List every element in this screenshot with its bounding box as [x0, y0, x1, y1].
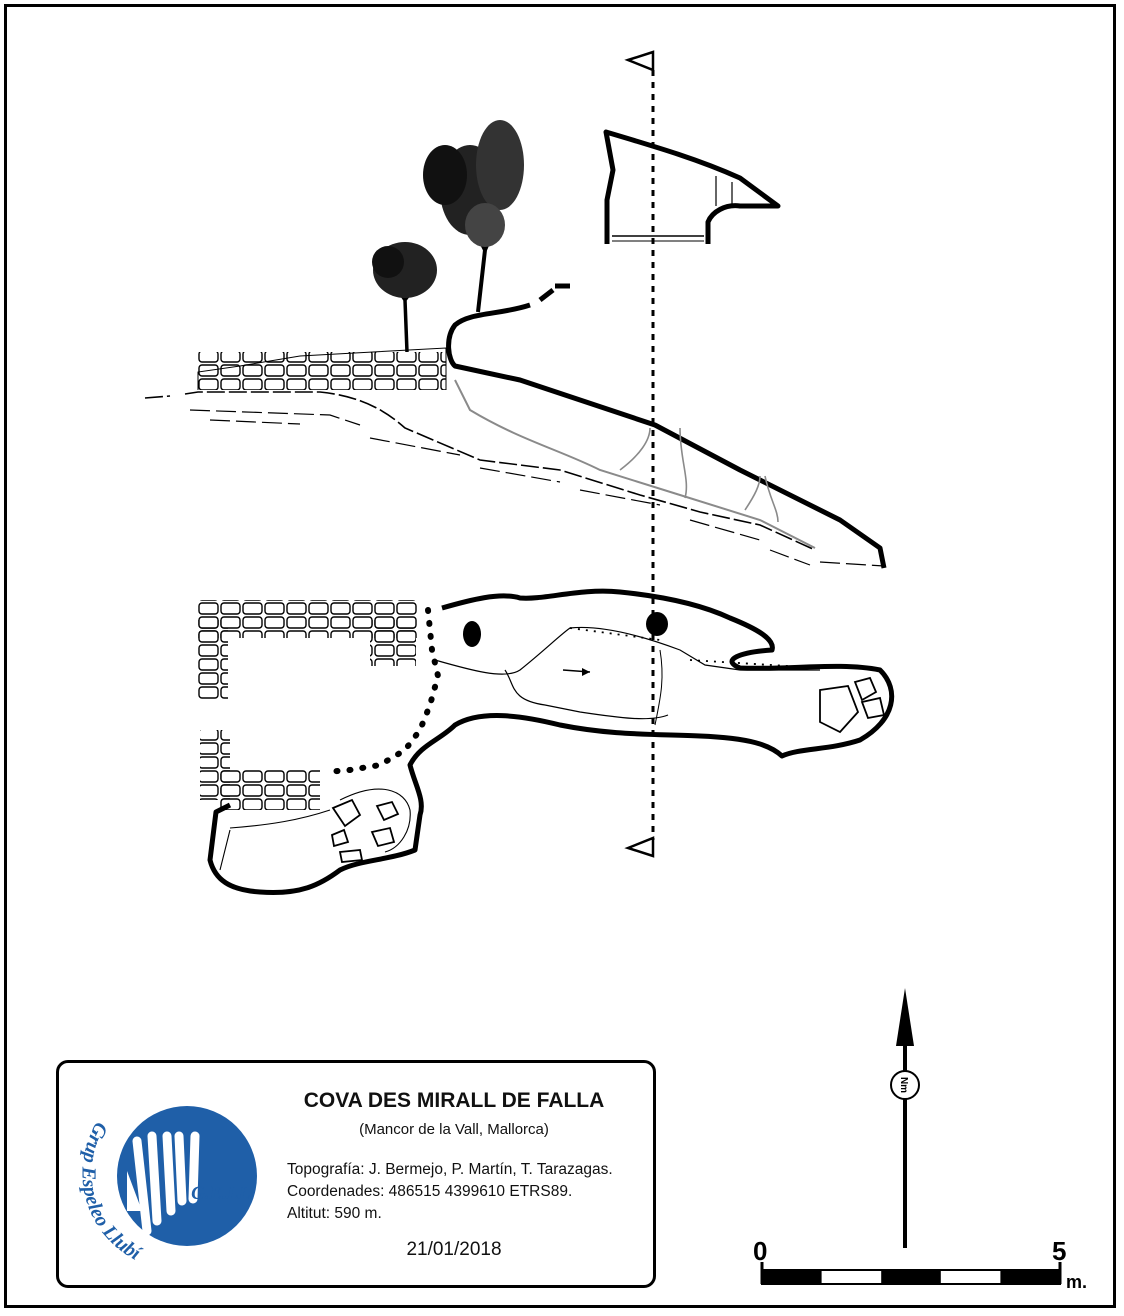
section-line: [624, 50, 655, 858]
cave-title: COVA DES MIRALL DE FALLA: [303, 1089, 605, 1112]
title-block: G.E.LL. Grup Espeleo Llubí COVA DES MIRA…: [56, 1060, 656, 1288]
section-marker-top-icon: [624, 50, 655, 72]
small-tree-icon: [372, 242, 437, 353]
north-label: Nm: [898, 1077, 909, 1093]
scale-start-label: 0: [753, 1236, 768, 1266]
scale-end-label: 5: [1052, 1236, 1067, 1266]
boulder-icon: [330, 676, 886, 863]
survey-date: 21/01/2018: [406, 1239, 502, 1260]
longitudinal-profile: [144, 283, 887, 569]
scale-bar: [760, 1262, 1062, 1285]
cross-section: [603, 129, 781, 244]
cave-plan: [198, 588, 895, 896]
slope-arrow-icon: [582, 668, 590, 676]
scale-unit-label: m.: [1066, 1272, 1088, 1292]
pit-icon: [463, 621, 481, 647]
north-arrow-head-icon: [896, 988, 914, 1046]
map-frame: [4, 4, 1116, 1308]
cave-location: (Mancor de la Vall, Mallorca): [359, 1121, 549, 1138]
topography-credits: Topografía: J. Bermejo, P. Martín, T. Ta…: [287, 1161, 613, 1178]
stone-wall-profile: [197, 347, 447, 390]
section-marker-bottom-icon: [624, 836, 655, 858]
shaft-icon: [646, 612, 668, 636]
altitude-text: Altitut: 590 m.: [287, 1205, 382, 1222]
north-arrow: Nm: [890, 988, 920, 1248]
gell-logo-icon: G.E.LL. Grup Espeleo Llubí: [77, 1106, 257, 1265]
logo-acronym: G.E.LL.: [191, 1183, 255, 1204]
tree-icon: [423, 120, 524, 313]
coordinates-text: Coordenades: 486515 4399610 ETRS89.: [287, 1183, 573, 1200]
